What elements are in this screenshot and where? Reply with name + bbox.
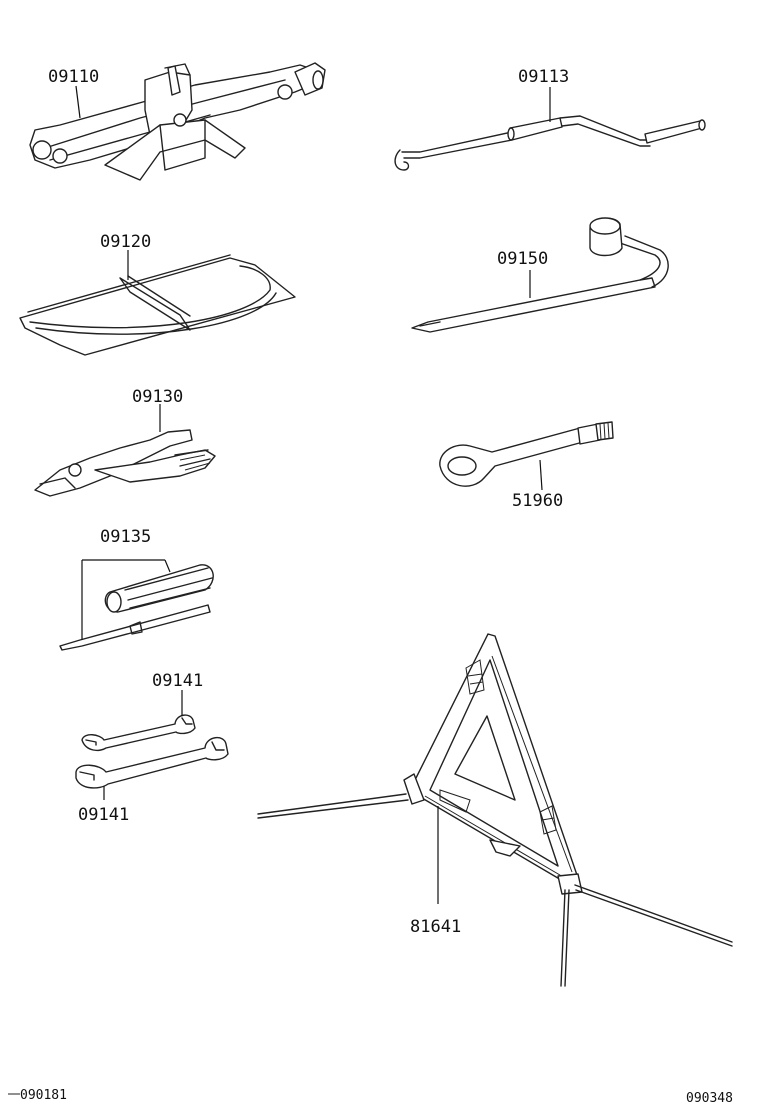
footer-left-code: 090181	[20, 1088, 67, 1103]
wrench-large-drawing	[75, 737, 229, 800]
part-label-wheel-nut-wrench: 09150	[497, 249, 548, 269]
wrench-small-drawing	[81, 690, 196, 752]
pliers-drawing	[34, 404, 216, 497]
part-label-screwdriver: 09135	[100, 527, 151, 547]
part-label-pliers: 09130	[132, 387, 183, 407]
wheel-nut-wrench-drawing	[411, 217, 669, 333]
tool-bag-drawing	[19, 250, 296, 356]
part-label-towing-eye: 51960	[512, 491, 563, 511]
towing-eye-drawing	[439, 421, 614, 491]
part-label-tool-bag: 09120	[100, 232, 151, 252]
footer-right-code: 090348	[686, 1091, 733, 1106]
part-label-jack: 09110	[48, 67, 99, 87]
part-label-wrench-small: 09141	[152, 671, 203, 691]
part-label-warning-triangle: 81641	[410, 917, 461, 937]
jack-drawing	[29, 62, 326, 181]
screwdriver-drawing	[59, 559, 214, 651]
part-label-jack-handle: 09113	[518, 67, 569, 87]
jack-handle-drawing	[394, 87, 706, 171]
part-label-wrench-large: 09141	[78, 805, 129, 825]
warning-triangle-drawing	[257, 633, 733, 987]
